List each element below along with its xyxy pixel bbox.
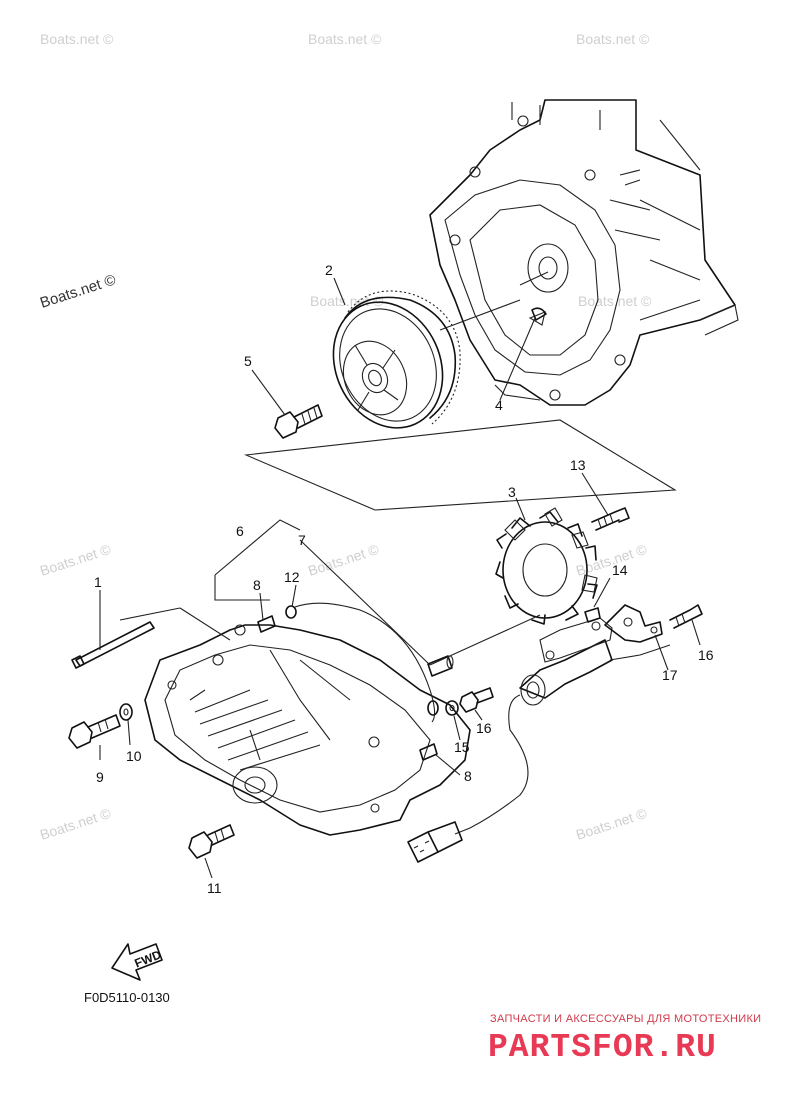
callout-13: 13 bbox=[570, 457, 586, 473]
watermark: Boats.net © bbox=[574, 805, 649, 843]
callout-2: 2 bbox=[325, 262, 333, 278]
callout-9: 9 bbox=[96, 769, 104, 785]
advert-tagline: ЗАПЧАСТИ И АКСЕССУАРЫ ДЛЯ МОТОТЕХНИКИ bbox=[490, 1013, 761, 1025]
watermarks: Boats.net © Boats.net © Boats.net © Boat… bbox=[38, 31, 652, 843]
wire-harness bbox=[407, 644, 671, 863]
watermark: Boats.net © bbox=[308, 31, 382, 47]
callout-6: 6 bbox=[236, 523, 244, 539]
callout-3: 3 bbox=[508, 484, 516, 500]
pulser-coil bbox=[519, 607, 613, 706]
stator-bolt bbox=[591, 507, 630, 531]
engine-block bbox=[429, 99, 739, 406]
watermark: Boats.net © bbox=[310, 293, 384, 309]
callout-8-lower: 8 bbox=[464, 768, 472, 784]
dowel-pin-lower bbox=[419, 743, 438, 761]
washer-small bbox=[445, 700, 459, 716]
callout-numbers: 2 5 4 3 13 6 7 1 8 12 14 16 17 16 15 8 9… bbox=[94, 262, 714, 896]
watermark-label: Boats.net © bbox=[38, 271, 118, 311]
watermark: Boats.net © bbox=[576, 31, 650, 47]
group-bracket-upper bbox=[243, 419, 677, 511]
fwd-arrow-icon: FWD bbox=[111, 943, 163, 981]
bolt-16-left bbox=[459, 687, 494, 713]
watermark: Boats.net © bbox=[38, 805, 113, 843]
flywheel bbox=[332, 290, 521, 429]
cover-bolt-lower bbox=[188, 824, 235, 859]
cable-tie bbox=[71, 621, 155, 669]
stator bbox=[495, 507, 598, 625]
mount-bracket bbox=[604, 604, 663, 643]
callout-4: 4 bbox=[495, 397, 503, 413]
callout-15: 15 bbox=[454, 739, 470, 755]
callout-16-right: 16 bbox=[698, 647, 714, 663]
bolt-16-right bbox=[669, 604, 703, 629]
watermark: Boats.net © bbox=[38, 541, 113, 579]
callout-14: 14 bbox=[612, 562, 628, 578]
watermark: Boats.net © bbox=[40, 31, 114, 47]
callout-16-left: 16 bbox=[476, 720, 492, 736]
callout-11: 11 bbox=[207, 880, 222, 896]
crankcase-cover bbox=[144, 624, 471, 836]
group-bracket-lower bbox=[214, 519, 301, 601]
diagram-code: F0D5110-0130 bbox=[84, 990, 170, 1005]
flywheel-bolt bbox=[274, 404, 323, 439]
o-ring bbox=[285, 602, 439, 723]
watermark: Boats.net © bbox=[306, 541, 381, 579]
partsfor-advert: ЗАПЧАСТИ И АКСЕССУАРЫ ДЛЯ МОТОТЕХНИКИ PA… bbox=[488, 1013, 761, 1066]
callout-5: 5 bbox=[244, 353, 252, 369]
leader-lines bbox=[99, 277, 701, 879]
watermark: Boats.net © bbox=[578, 293, 652, 309]
advert-logo: PARTSFOR.RU bbox=[488, 1029, 717, 1066]
cover-bolt bbox=[68, 714, 121, 749]
washer bbox=[119, 703, 133, 721]
callout-10: 10 bbox=[126, 748, 142, 764]
dowel-pin-upper bbox=[257, 615, 276, 633]
callout-7: 7 bbox=[298, 532, 306, 548]
callout-8: 8 bbox=[253, 577, 261, 593]
callout-17: 17 bbox=[662, 667, 678, 683]
woodruff-key bbox=[531, 307, 547, 321]
callout-1: 1 bbox=[94, 574, 102, 590]
dowel-pin bbox=[427, 655, 454, 677]
callout-12: 12 bbox=[284, 569, 300, 585]
